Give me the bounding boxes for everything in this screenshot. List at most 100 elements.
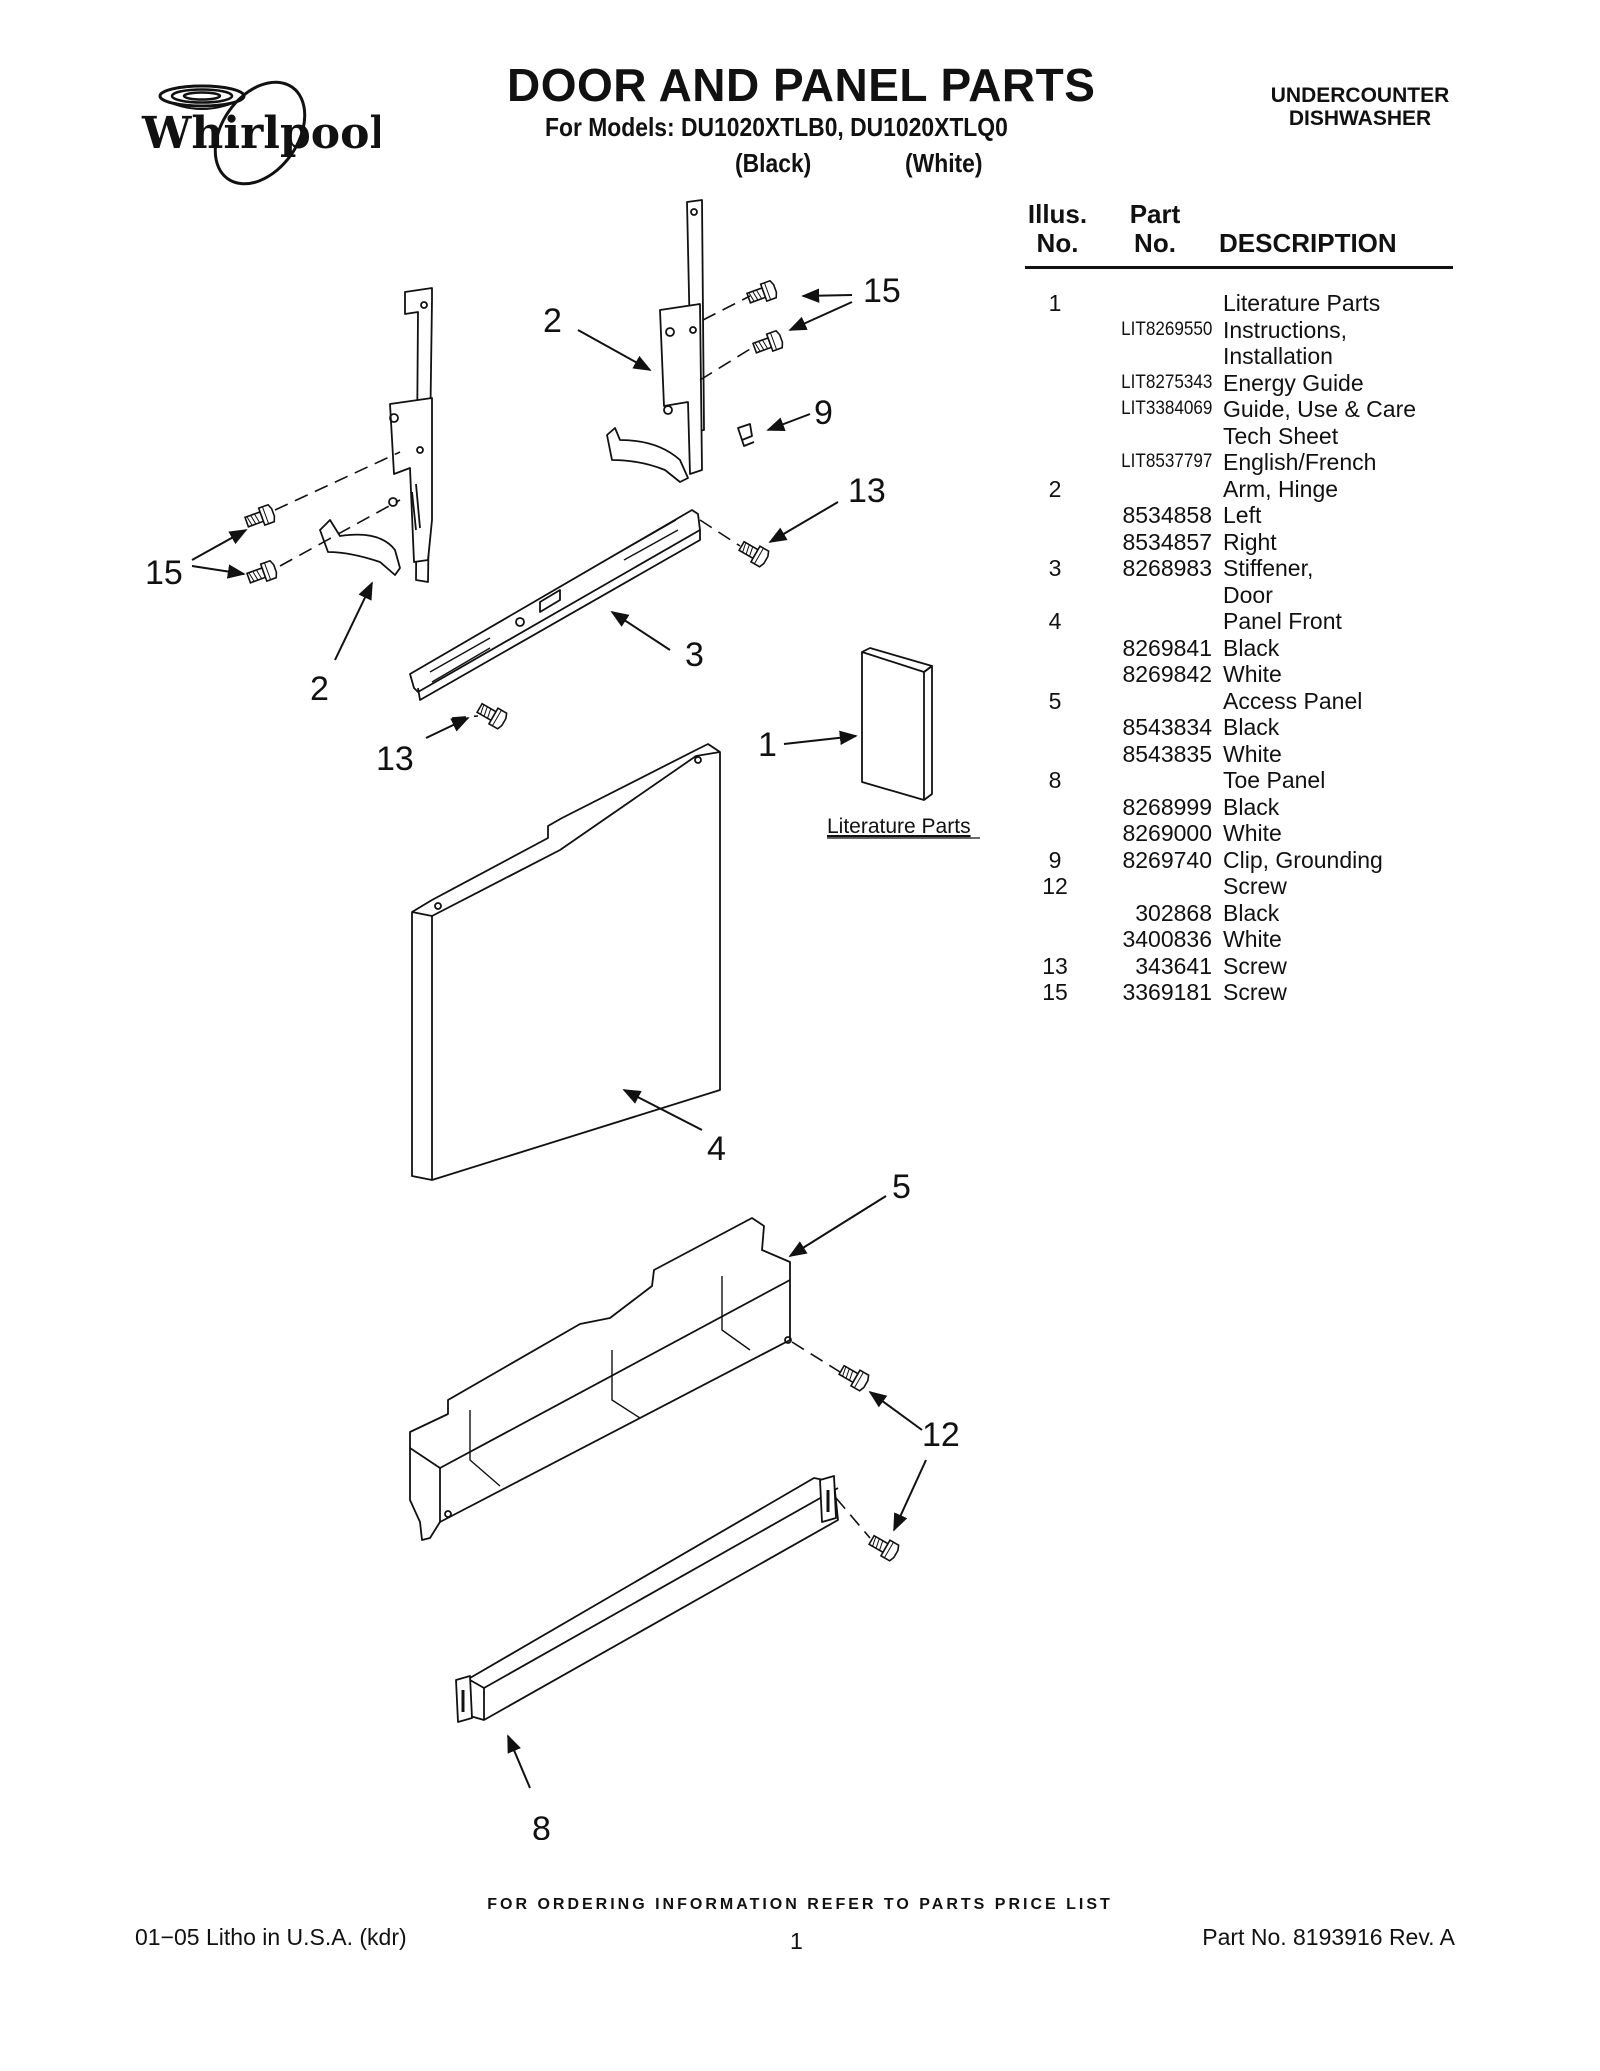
column-header-part: Part No. bbox=[1115, 199, 1195, 259]
part-no-cell: 302868 bbox=[1135, 899, 1212, 926]
column-header-illus-line2: No. bbox=[1036, 228, 1079, 259]
illus-no-cell: 9 bbox=[1048, 846, 1062, 873]
leader-arrows bbox=[191, 288, 927, 1789]
models-line: For Models: DU1020XTLB0, DU1020XTLQ0 bbox=[545, 112, 1008, 142]
table-row: 8534857 Right bbox=[1025, 529, 1455, 556]
description-cell: Black bbox=[1223, 793, 1280, 820]
part-no-cell: 343641 bbox=[1135, 952, 1212, 979]
description-cell: Tech Sheet bbox=[1223, 422, 1339, 449]
illus-no-cell: 8 bbox=[1048, 767, 1062, 793]
column-header-part-line2: No. bbox=[1134, 228, 1176, 259]
callout-13-right: 13 bbox=[848, 472, 886, 510]
screw-15-top-lower bbox=[750, 329, 785, 358]
screw-15-left-upper bbox=[242, 503, 277, 532]
header-rule bbox=[1025, 266, 1453, 269]
illus-no-cell: 1 bbox=[1048, 290, 1062, 316]
callout-5: 5 bbox=[892, 1168, 911, 1206]
table-row: 3400836 White bbox=[1025, 926, 1455, 953]
description-cell: Literature Parts bbox=[1223, 290, 1381, 316]
part-no-cell: 8269842 bbox=[1122, 661, 1212, 687]
part-no-cell: 8543834 bbox=[1122, 714, 1212, 740]
category-line-1: UNDERCOUNTER bbox=[1270, 84, 1450, 107]
table-row: Door bbox=[1025, 582, 1455, 609]
description-cell: Door bbox=[1223, 581, 1273, 608]
illus-no-cell: 3 bbox=[1048, 555, 1062, 581]
screw-13-left bbox=[474, 699, 510, 731]
page-number: 1 bbox=[790, 1928, 803, 1954]
table-row: 8543835 White bbox=[1025, 741, 1455, 768]
description-cell: Right bbox=[1223, 528, 1277, 555]
door-stiffener bbox=[409, 509, 701, 701]
description-cell: Instructions, bbox=[1223, 316, 1347, 343]
litho-note: 01−05 Litho in U.S.A. (kdr) bbox=[135, 1924, 407, 1950]
literature-parts-label: Literature Parts bbox=[827, 815, 971, 838]
description-cell: Arm, Hinge bbox=[1223, 475, 1339, 502]
callout-12: 12 bbox=[922, 1416, 960, 1454]
illus-no-cell: 12 bbox=[1042, 873, 1068, 899]
callout-2-left: 2 bbox=[310, 670, 329, 708]
table-row: 8543834 Black bbox=[1025, 714, 1455, 741]
part-no-cell: LIT8275343 bbox=[1120, 371, 1212, 393]
column-header-illus: Illus. No. bbox=[1025, 199, 1090, 259]
part-no-cell: 8534857 bbox=[1122, 528, 1212, 555]
table-row: 8269842 White bbox=[1025, 661, 1455, 688]
table-row: 1 Literature Parts bbox=[1025, 290, 1455, 317]
description-cell: Panel Front bbox=[1223, 608, 1342, 634]
category-line-2: DISHWASHER bbox=[1288, 107, 1432, 131]
screw-12-lower bbox=[866, 1531, 902, 1563]
part-no-cell: 8543835 bbox=[1122, 740, 1212, 767]
description-cell: Toe Panel bbox=[1223, 767, 1326, 793]
part-no-cell: 8269740 bbox=[1122, 846, 1212, 873]
table-row: 15 3369181 Screw bbox=[1025, 979, 1455, 1006]
description-cell: White bbox=[1223, 661, 1282, 687]
appliance-category: UNDERCOUNTER DISHWASHER bbox=[1250, 84, 1470, 130]
illus-no-cell: 4 bbox=[1048, 608, 1062, 634]
access-panel bbox=[409, 1217, 792, 1541]
page-title: DOOR AND PANEL PARTS bbox=[507, 59, 1096, 111]
description-cell: White bbox=[1223, 740, 1282, 767]
table-row: 8268999 Black bbox=[1025, 794, 1455, 821]
illus-no-cell: 15 bbox=[1042, 979, 1068, 1005]
callout-3: 3 bbox=[685, 636, 704, 674]
description-cell: White bbox=[1223, 926, 1282, 952]
table-row: 12 Screw bbox=[1025, 873, 1455, 900]
literature-parts-block bbox=[861, 647, 933, 801]
callout-8: 8 bbox=[532, 1810, 551, 1840]
callout-15-top: 15 bbox=[863, 272, 901, 310]
grounding-clip bbox=[737, 423, 755, 447]
table-row: Installation bbox=[1025, 343, 1455, 370]
callout-9: 9 bbox=[814, 394, 833, 432]
part-no-cell: 8534858 bbox=[1122, 502, 1212, 528]
table-row: 8 Toe Panel bbox=[1025, 767, 1455, 794]
callout-15-left: 15 bbox=[145, 554, 183, 592]
part-no-cell: 3369181 bbox=[1122, 979, 1212, 1005]
description-cell: White bbox=[1223, 820, 1282, 846]
description-cell: Black bbox=[1223, 714, 1280, 740]
description-cell: Screw bbox=[1223, 979, 1287, 1005]
description-cell: Screw bbox=[1223, 952, 1287, 979]
screw-15-top-upper bbox=[744, 279, 779, 308]
part-no-cell: 3400836 bbox=[1122, 926, 1212, 952]
description-cell: Black bbox=[1223, 899, 1280, 926]
callout-4: 4 bbox=[707, 1130, 726, 1168]
table-row: 4 Panel Front bbox=[1025, 608, 1455, 635]
part-no-cell: 8268999 bbox=[1122, 793, 1212, 820]
variant-black-label: (Black) bbox=[735, 148, 812, 178]
screw-12-upper bbox=[836, 1361, 872, 1393]
description-cell: Screw bbox=[1223, 873, 1287, 899]
hinge-arm-right bbox=[606, 199, 705, 483]
table-row: Tech Sheet bbox=[1025, 423, 1455, 450]
callout-13-left: 13 bbox=[376, 740, 414, 778]
part-no-cell: 8268983 bbox=[1122, 555, 1212, 581]
